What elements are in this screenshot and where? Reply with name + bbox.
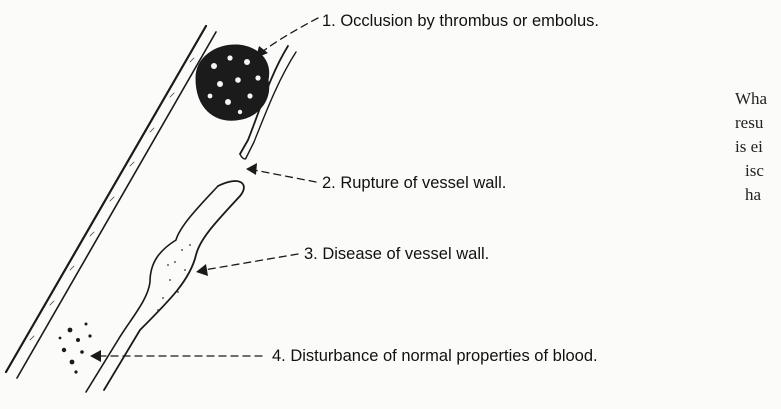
wall-hatching <box>30 58 194 340</box>
arrowhead-3 <box>196 264 208 276</box>
arrowhead-2 <box>246 163 257 175</box>
side-text-line: resu <box>735 111 767 135</box>
leader-line-2 <box>254 170 316 182</box>
label-occlusion: 1. Occlusion by thrombus or embolus. <box>322 11 599 31</box>
side-text-line: ha <box>735 183 767 207</box>
vessel-inner-wall-left <box>17 32 216 378</box>
vessel-outer-wall-left <box>6 26 206 372</box>
label-rupture: 2. Rupture of vessel wall. <box>322 173 506 193</box>
side-text-line: is ei <box>735 135 767 159</box>
blood-particles <box>59 323 92 374</box>
leader-line-1 <box>262 18 318 52</box>
side-text-line: isc <box>735 159 767 183</box>
label-blood-disturbance: 4. Disturbance of normal properties of b… <box>272 346 598 366</box>
vessel-right-wall-lower <box>104 181 244 390</box>
cropped-side-text: Wha resu is ei isc ha <box>735 87 767 207</box>
leader-line-3 <box>204 254 298 270</box>
vessel-right-wall-lower-inner <box>86 186 218 392</box>
arrowhead-4 <box>90 350 101 362</box>
label-disease: 3. Disease of vessel wall. <box>304 244 489 264</box>
side-text-line: Wha <box>735 87 767 111</box>
